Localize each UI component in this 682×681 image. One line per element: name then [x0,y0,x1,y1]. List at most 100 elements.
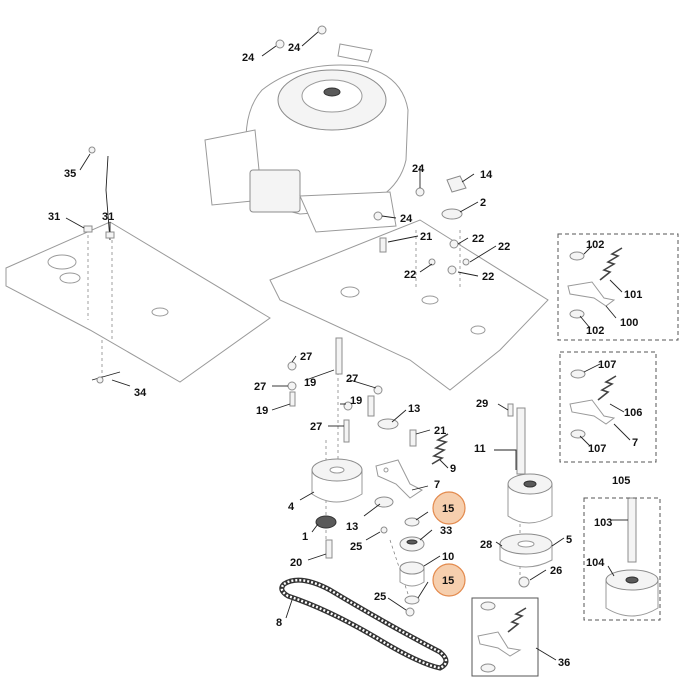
callout-25b: 25 [374,591,386,603]
washer-27d [373,385,383,395]
callout-22a: 22 [472,233,484,245]
callout-27b: 27 [254,381,266,393]
screw-24a [275,39,285,49]
bearing-housing-104 [605,569,659,617]
callout-22c: 22 [404,269,416,281]
washer-2 [441,208,463,220]
seal-1 [315,515,337,529]
callout-4: 4 [288,501,295,513]
callout-21b: 21 [434,425,446,437]
pin-29 [507,403,514,417]
callout-8: 8 [276,617,282,629]
callout-24b: 24 [288,42,301,54]
callout-20: 20 [290,557,302,569]
callout-22b: 22 [498,241,510,253]
callout-2: 2 [480,197,486,209]
washer-27b [287,381,297,391]
callout-22d: 22 [482,271,494,283]
callout-102b: 102 [586,325,604,337]
washer-15b [404,595,420,605]
callout-19a: 19 [304,377,316,389]
callout-19b: 19 [256,405,268,417]
highlight-circle-15b [432,563,466,597]
callout-13a: 13 [408,403,420,415]
callout-101: 101 [624,289,642,301]
pin-35 [88,146,96,154]
callout-7a: 7 [632,437,638,449]
spindle-103 [627,497,637,563]
nut-25a [380,526,388,534]
spindle-11 [507,407,553,524]
callout-29: 29 [476,398,488,410]
callout-28: 28 [480,539,492,551]
spring-9 [431,433,449,465]
callout-100: 100 [620,317,638,329]
callout-10: 10 [442,551,454,563]
callout-27c: 27 [346,373,358,385]
washer-27a [287,361,297,371]
pulleys-and-bearings [311,407,659,617]
callout-103: 103 [594,517,612,529]
bolt-21a [379,237,387,253]
callout-24c: 24 [412,163,425,175]
inset-kit-105 [559,351,657,463]
fasteners [83,25,530,617]
cap-14 [446,175,467,193]
inset-kit-spindle [583,497,661,621]
washer-15a [404,517,420,527]
inset-kit-36 [471,597,539,677]
callout-31a: 31 [48,211,60,223]
callout-34: 34 [134,387,147,399]
bolt-21b [409,429,417,447]
nut-25b [405,607,415,617]
bolt-27-19 [343,419,350,443]
bolt-19a [335,337,343,375]
nut-31a [83,225,93,233]
inset-kit-100 [557,233,679,341]
callout-107b: 107 [588,443,606,455]
callout-21a: 21 [420,231,432,243]
callout-1: 1 [302,531,308,543]
callout-106: 106 [624,407,642,419]
callout-104: 104 [586,557,605,569]
callout-27a: 27 [300,351,312,363]
callout-7b: 7 [434,479,440,491]
callout-33: 33 [440,525,452,537]
mower-deck-plate [5,219,549,391]
callout-105: 105 [612,475,630,487]
nut-22d [462,258,470,266]
nut-22a [449,239,459,249]
pulley-4 [311,458,363,503]
tension-bracket-7 [375,459,423,499]
callout-5: 5 [566,534,572,546]
screw-24c [415,187,425,197]
bolt-19c [367,395,375,417]
callout-102a: 102 [586,239,604,251]
callout-107a: 107 [598,359,616,371]
screw-24b [317,25,327,35]
bearing-33 [399,536,425,552]
callout-11: 11 [474,443,486,455]
bolt-20 [325,539,333,559]
leader-lines [65,31,631,661]
callout-36: 36 [558,657,570,669]
callout-13b: 13 [346,521,358,533]
callout-27d: 27 [310,421,322,433]
callout-14: 14 [480,169,493,181]
nut-31b [105,231,115,239]
pulley-5 [499,533,553,568]
callout-31b: 31 [102,211,114,223]
callout-24a: 24 [242,52,255,64]
callout-15a: 15 [442,503,454,515]
highlight-circle-15a [432,491,466,525]
washer-13a [377,418,399,430]
bolt-19b [289,391,296,407]
bushing-10 [399,561,425,587]
callout-9: 9 [450,463,456,475]
callout-26: 26 [550,565,562,577]
callout-35: 35 [64,168,76,180]
callout-15b: 15 [442,575,454,587]
callout-24d: 24 [400,213,413,225]
screw-24d [373,211,383,221]
strap-34 [91,371,121,381]
